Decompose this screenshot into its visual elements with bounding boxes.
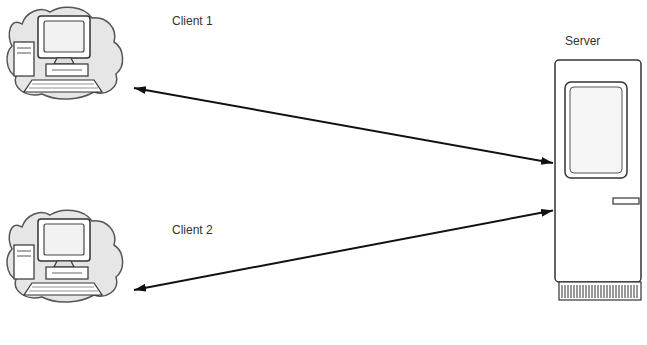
server-illustration: [553, 58, 645, 308]
computer-illustration: [2, 205, 134, 305]
double-arrow: [134, 211, 553, 291]
computer-illustration: [2, 2, 134, 102]
node-label: Client 2: [172, 223, 213, 237]
double-arrow: [134, 88, 553, 163]
node-label: Client 1: [172, 14, 213, 28]
server-node: Server: [553, 58, 645, 308]
node-label: Server: [565, 34, 600, 48]
client-node: Client 2: [2, 205, 134, 305]
client-node: Client 1: [2, 2, 134, 102]
